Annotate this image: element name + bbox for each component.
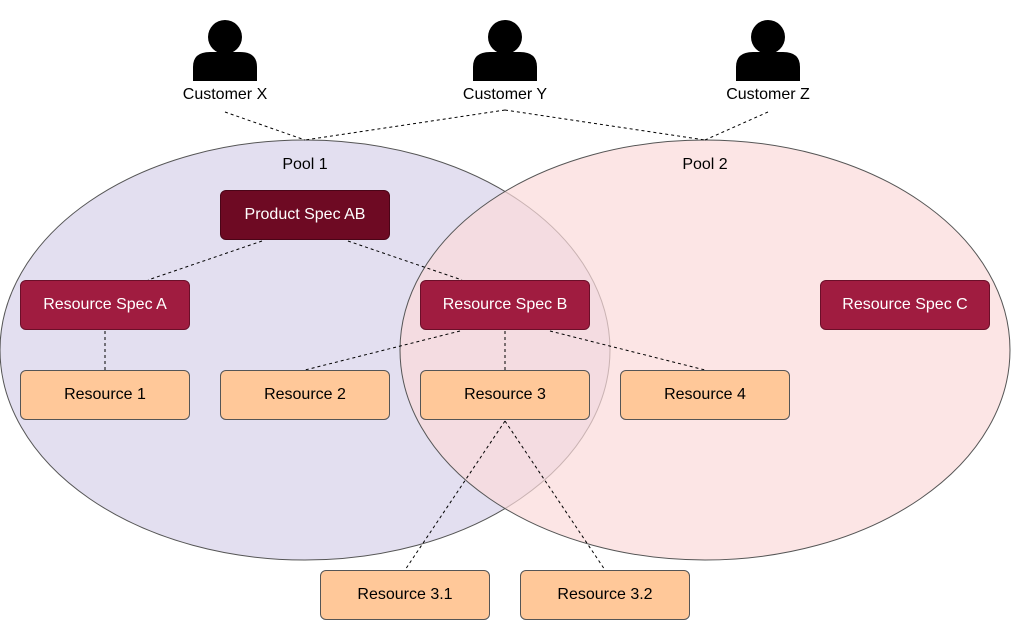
pool-1-label: Pool 1 [282,156,328,173]
edge-spec-b-resource-4 [549,330,706,371]
pool-2-label: Pool 2 [682,156,728,173]
edge-customer-y-pool-2 [504,109,706,141]
resource-4[interactable]: Resource 4 [620,370,790,420]
resource-spec-b[interactable]: Resource Spec B [420,280,590,330]
customer-z-icon [736,20,800,81]
resource-3[interactable]: Resource 3 [420,370,590,420]
resource-1[interactable]: Resource 1 [20,370,190,420]
resource-3-1[interactable]: Resource 3.1 [320,570,490,620]
edge-customer-z-pool-2 [704,111,769,141]
edge-product-spec-a [147,240,263,281]
customer-y-label: Customer Y [462,86,548,103]
edge-spec-b-resource-2 [304,330,461,371]
edge-product-spec-b [347,240,463,281]
customer-x-icon [193,20,257,81]
edge-customer-x-pool-1 [224,111,306,141]
resource-2[interactable]: Resource 2 [220,370,390,420]
customer-x-label: Customer X [182,86,268,103]
resource-spec-a[interactable]: Resource Spec A [20,280,190,330]
connector-lines [104,109,769,571]
pool-2-ellipse [399,139,1011,561]
resource-spec-c[interactable]: Resource Spec C [820,280,990,330]
customer-z-label: Customer Z [726,86,810,103]
edge-customer-y-pool-1 [304,109,506,141]
customer-y-icon [473,20,537,81]
product-spec-ab[interactable]: Product Spec AB [220,190,390,240]
resource-3-2[interactable]: Resource 3.2 [520,570,690,620]
